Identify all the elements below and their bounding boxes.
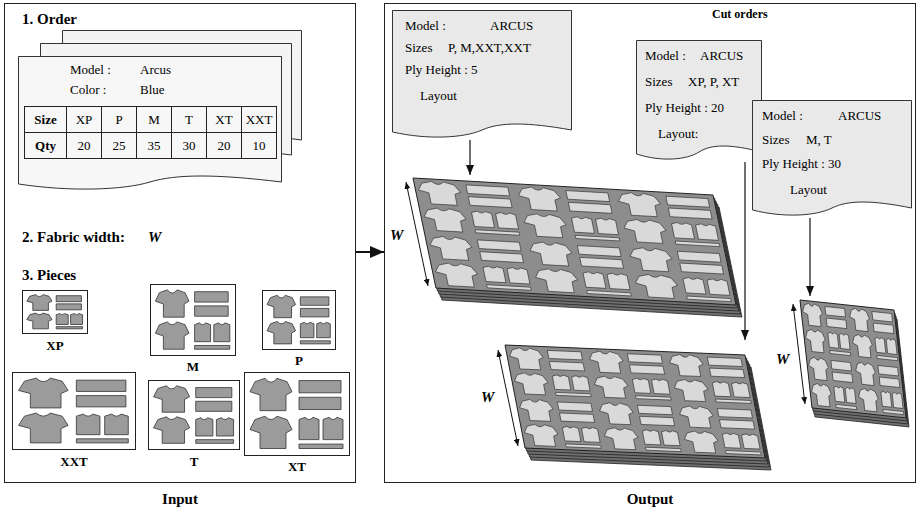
field-value: ARCUS bbox=[490, 18, 533, 34]
size-label: XT bbox=[245, 459, 349, 475]
width-dimension bbox=[498, 350, 518, 446]
field-label: Model : bbox=[405, 18, 446, 34]
width-symbol: W bbox=[481, 388, 494, 406]
pieces-box: XXT bbox=[12, 372, 136, 450]
table-cell: 20 bbox=[66, 132, 102, 159]
cut-order-card: Model : ARCUS Sizes P, M,XXT,XXT Ply Height … bbox=[392, 10, 572, 140]
width-symbol: W bbox=[390, 226, 403, 244]
section-heading: 1. Order bbox=[22, 10, 77, 28]
fabric-stack-area: W bbox=[406, 175, 740, 309]
card-shape bbox=[19, 57, 282, 190]
field-label: Sizes bbox=[762, 132, 789, 148]
fabric-stack-area: W bbox=[790, 296, 914, 430]
field-label: Ply Height : 20 bbox=[645, 100, 724, 116]
field-label: Model : bbox=[645, 48, 686, 64]
field-label: Sizes bbox=[645, 74, 672, 90]
pieces-box: XT bbox=[244, 372, 350, 456]
field-value: Blue bbox=[140, 82, 165, 98]
field-label: Layout: bbox=[658, 126, 698, 142]
size-label: T bbox=[149, 454, 239, 470]
field-label: Sizes bbox=[405, 40, 432, 56]
table-cell: P bbox=[101, 106, 137, 133]
size-label: M bbox=[151, 359, 235, 375]
field-value: M, T bbox=[806, 132, 832, 148]
garment-pieces bbox=[155, 290, 229, 349]
field-label: Layout bbox=[790, 182, 827, 198]
table-cell: 30 bbox=[171, 132, 207, 159]
garment-pieces bbox=[19, 378, 129, 443]
order-card: Model : ArcusColor : BlueSizeXPPMTXTXXT Qty… bbox=[18, 56, 282, 192]
width-dimension bbox=[406, 182, 428, 286]
field-label: Model : bbox=[762, 108, 803, 124]
card-shape bbox=[637, 41, 762, 160]
pieces-box: T bbox=[148, 380, 240, 450]
fabric-stack bbox=[413, 178, 742, 317]
field-label: Model : bbox=[70, 62, 111, 78]
cut-order-card: Model : ARCUS Sizes M, T Ply Height : 30 Layo… bbox=[752, 100, 912, 218]
card-shape bbox=[753, 101, 912, 216]
garment-pieces bbox=[250, 378, 343, 448]
table-cell: XP bbox=[66, 106, 102, 133]
field-label: Ply Height : 30 bbox=[762, 156, 841, 172]
table-cell: XT bbox=[206, 106, 242, 133]
table-cell: 25 bbox=[101, 132, 137, 159]
size-label: XXT bbox=[13, 454, 135, 470]
pieces-box: XP bbox=[22, 290, 88, 334]
flow-arrow bbox=[356, 251, 384, 253]
field-value: P, M,XXT,XXT bbox=[448, 40, 531, 56]
panel-caption: Input bbox=[5, 490, 355, 508]
table-cell: T bbox=[171, 106, 207, 133]
table-cell: XXT bbox=[241, 106, 277, 133]
flow-arrow bbox=[469, 140, 470, 175]
garment-pieces bbox=[27, 295, 83, 329]
table-cell: 20 bbox=[206, 132, 242, 159]
flow-arrow bbox=[809, 218, 810, 296]
garment-pieces bbox=[154, 386, 234, 444]
field-label: Color : bbox=[70, 82, 106, 98]
input-panel: 1. Order2. Fabric width:W3. PiecesInputM… bbox=[4, 3, 356, 483]
field-value: ARCUS bbox=[838, 108, 881, 124]
table-cell: 35 bbox=[136, 132, 172, 159]
panel-caption: Output bbox=[385, 490, 915, 508]
size-label: XP bbox=[23, 338, 87, 354]
field-label: Ply Height : 5 bbox=[405, 62, 478, 78]
flow-arrow bbox=[744, 162, 745, 340]
garment-pieces bbox=[267, 295, 330, 344]
width-symbol: W bbox=[148, 228, 161, 246]
cut-order-card: Model : ARCUS Sizes XP, P, XT Ply Height : 2… bbox=[636, 40, 762, 162]
table-cell: Qty bbox=[24, 132, 67, 159]
table-cell: 10 bbox=[241, 132, 277, 159]
fabric-stack bbox=[505, 345, 771, 470]
field-value: XP, P, XT bbox=[688, 74, 739, 90]
section-heading: 2. Fabric width: bbox=[22, 228, 125, 246]
field-value: Arcus bbox=[140, 62, 171, 78]
width-symbol: W bbox=[776, 350, 789, 368]
fabric-stack-area: W bbox=[496, 340, 776, 470]
section-heading: 3. Pieces bbox=[22, 266, 76, 284]
table-cell: Size bbox=[24, 106, 67, 133]
table-cell: M bbox=[136, 106, 172, 133]
fabric-stack bbox=[800, 300, 909, 427]
width-dimension bbox=[793, 304, 805, 404]
output-panel: Cut ordersOutputModel :ARCUSSizesP, M,XX… bbox=[384, 3, 916, 483]
card-shape bbox=[393, 11, 572, 138]
field-label: Layout bbox=[420, 88, 457, 104]
size-label: P bbox=[263, 353, 335, 369]
panel-heading: Cut orders bbox=[712, 7, 768, 21]
pieces-box: P bbox=[262, 290, 336, 350]
pieces-box: M bbox=[150, 284, 236, 356]
field-value: ARCUS bbox=[700, 48, 743, 64]
